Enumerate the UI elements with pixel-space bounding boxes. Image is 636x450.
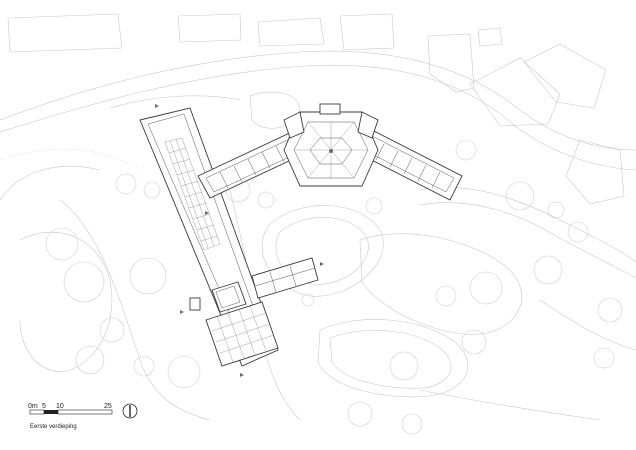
neighbouring-buildings bbox=[7, 13, 625, 205]
drawing-caption: Eerste verdieping bbox=[30, 424, 77, 430]
scale-tick-25: 25 bbox=[104, 403, 112, 410]
east-wing-rooms bbox=[375, 143, 441, 189]
scale-tick-5: 5 bbox=[42, 403, 46, 410]
west-wing-rooms bbox=[219, 145, 285, 189]
trees bbox=[45, 139, 623, 435]
site-contours bbox=[0, 50, 636, 421]
scale-bar: 0m 5 10 25 bbox=[28, 403, 113, 415]
scale-tick-0: 0m bbox=[28, 403, 38, 410]
central-hall bbox=[283, 103, 379, 187]
entrance-markers bbox=[155, 104, 324, 377]
roof-grid bbox=[164, 137, 221, 251]
long-wing bbox=[139, 107, 279, 367]
court-grid bbox=[211, 305, 275, 363]
scale-tick-10: 10 bbox=[56, 403, 64, 410]
bridge bbox=[251, 257, 319, 299]
north-arrow-icon bbox=[122, 403, 138, 419]
